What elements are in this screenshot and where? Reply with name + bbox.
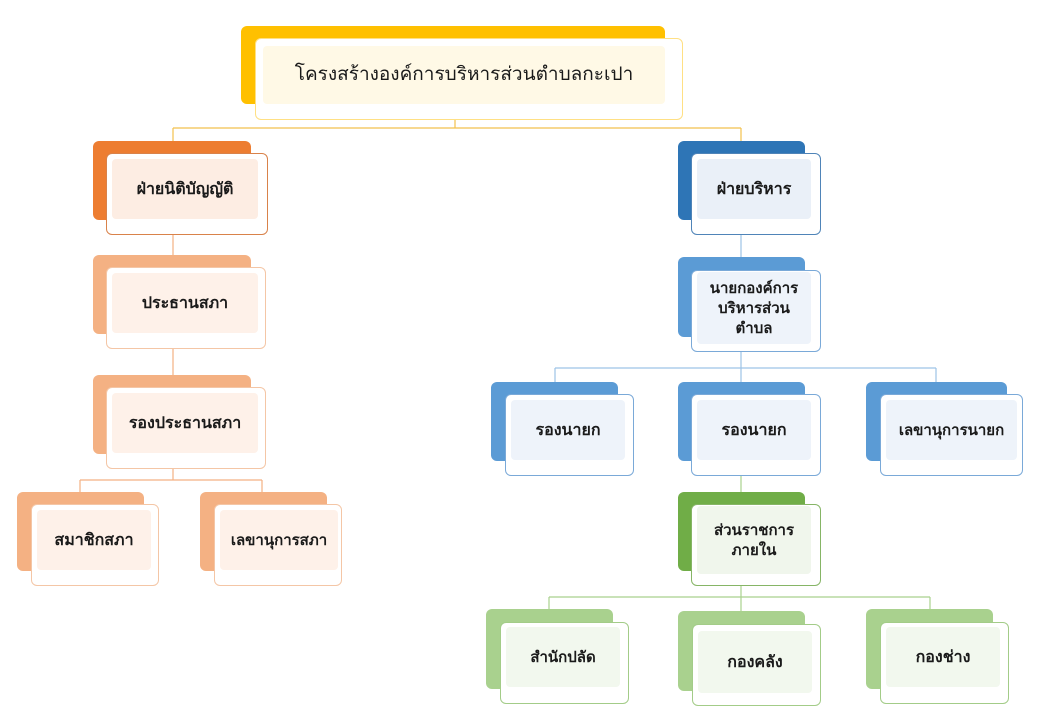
engineering-node: กองช่าง — [866, 609, 1009, 704]
deputy-mayor-1-node: รองนายก — [491, 382, 634, 476]
title-node: โครงสร้างองค์การบริหารส่วนตำบลกะเปา — [241, 26, 683, 120]
internal-head-node: ส่วนราชการภายใน — [678, 492, 821, 586]
legislative-head-node: ฝ่ายนิติบัญญัติ — [93, 141, 268, 235]
mayor-secretary-label: เลขานุการนายก — [886, 400, 1017, 460]
chair-node: ประธานสภา — [93, 255, 266, 349]
mayor-label: นายกองค์การบริหารส่วนตำบล — [697, 272, 811, 344]
chair-label: ประธานสภา — [112, 273, 258, 333]
members-node: สมาชิกสภา — [17, 492, 159, 586]
legislative-head-label: ฝ่ายนิติบัญญัติ — [112, 159, 258, 219]
mayor-secretary-node: เลขานุการนายก — [866, 382, 1023, 476]
members-label: สมาชิกสภา — [37, 510, 151, 570]
office-label: สำนักปลัด — [506, 627, 620, 687]
executive-head-label: ฝ่ายบริหาร — [697, 159, 811, 219]
vice-chair-label: รองประธานสภา — [112, 393, 258, 453]
council-secretary-label: เลขานุการสภา — [220, 510, 338, 570]
finance-label: กองคลัง — [698, 631, 812, 693]
mayor-node: นายกองค์การบริหารส่วนตำบล — [678, 257, 821, 352]
deputy-mayor-2-label: รองนายก — [697, 400, 811, 460]
title-text: โครงสร้างองค์การบริหารส่วนตำบลกะเปา — [263, 46, 665, 104]
engineering-label: กองช่าง — [886, 627, 1000, 687]
executive-head-node: ฝ่ายบริหาร — [678, 141, 821, 235]
deputy-mayor-2-node: รองนายก — [678, 382, 821, 476]
internal-head-label: ส่วนราชการภายใน — [697, 506, 811, 574]
vice-chair-node: รองประธานสภา — [93, 375, 266, 469]
finance-node: กองคลัง — [678, 611, 821, 706]
council-secretary-node: เลขานุการสภา — [200, 492, 342, 586]
deputy-mayor-1-label: รองนายก — [511, 400, 625, 460]
office-node: สำนักปลัด — [486, 609, 629, 704]
